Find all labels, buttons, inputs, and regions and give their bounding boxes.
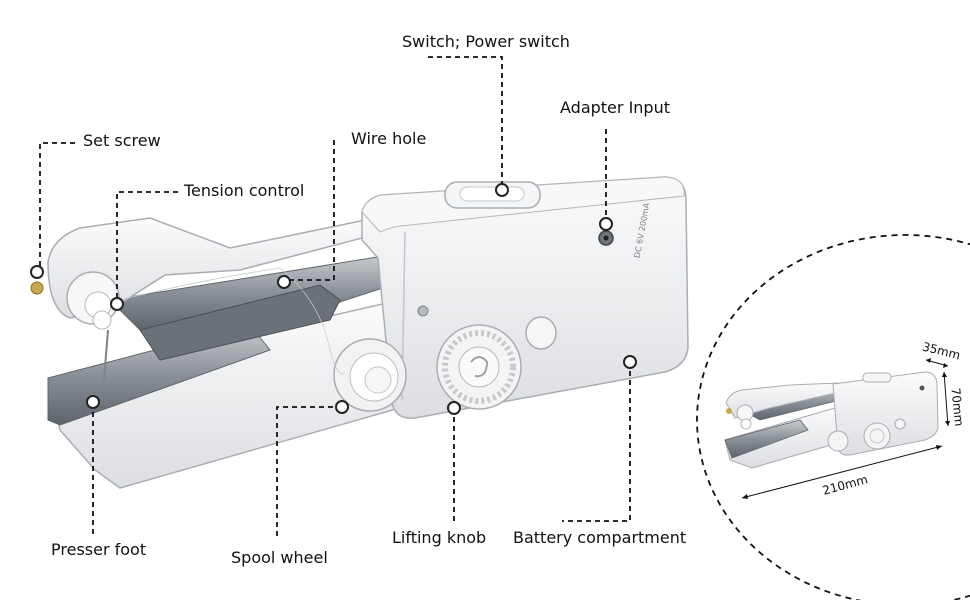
inner-mechanism [139, 284, 341, 361]
sewing-machine-illustration [30, 176, 689, 489]
callout-dots [30, 183, 637, 415]
dot-spool [335, 400, 349, 414]
leader-spool [276, 406, 342, 540]
label-wire-hole: Wire hole [351, 129, 427, 148]
label-adapter: Adapter Input [560, 98, 670, 117]
leader-tension [116, 191, 178, 300]
lifting-knob-dial [436, 324, 522, 410]
label-set-screw: Set screw [83, 131, 161, 150]
dot-presser [86, 395, 100, 409]
callout-leaders [39, 56, 631, 540]
metal-arm-rail [108, 254, 393, 331]
dot-tension [110, 297, 124, 311]
set-screw-part [30, 281, 44, 295]
dot-lifting [447, 401, 461, 415]
label-switch: Switch; Power switch [402, 32, 570, 51]
label-battery: Battery compartment [513, 528, 687, 547]
label-lifting: Lifting knob [392, 528, 487, 547]
label-presser: Presser foot [51, 540, 147, 559]
dot-switch [495, 183, 509, 197]
dim-line-height [943, 371, 949, 427]
dot-wire-hole [277, 275, 291, 289]
label-spool: Spool wheel [231, 548, 328, 567]
spool-wheel-illustration [333, 338, 407, 412]
leader-switch [428, 56, 503, 188]
dot-adapter [599, 217, 613, 231]
label-tension: Tension control [184, 181, 305, 200]
dimension-inset [696, 234, 970, 600]
leader-wire-hole [290, 140, 335, 281]
leader-set-screw [39, 142, 75, 268]
dot-battery [623, 355, 637, 369]
upper-arm [47, 217, 387, 319]
small-button [525, 316, 557, 350]
inset-dashed-circle [696, 234, 970, 600]
tension-knob [66, 271, 120, 330]
dim-line-length [741, 445, 943, 499]
dot-set-screw [30, 265, 44, 279]
small-machine [724, 371, 939, 469]
